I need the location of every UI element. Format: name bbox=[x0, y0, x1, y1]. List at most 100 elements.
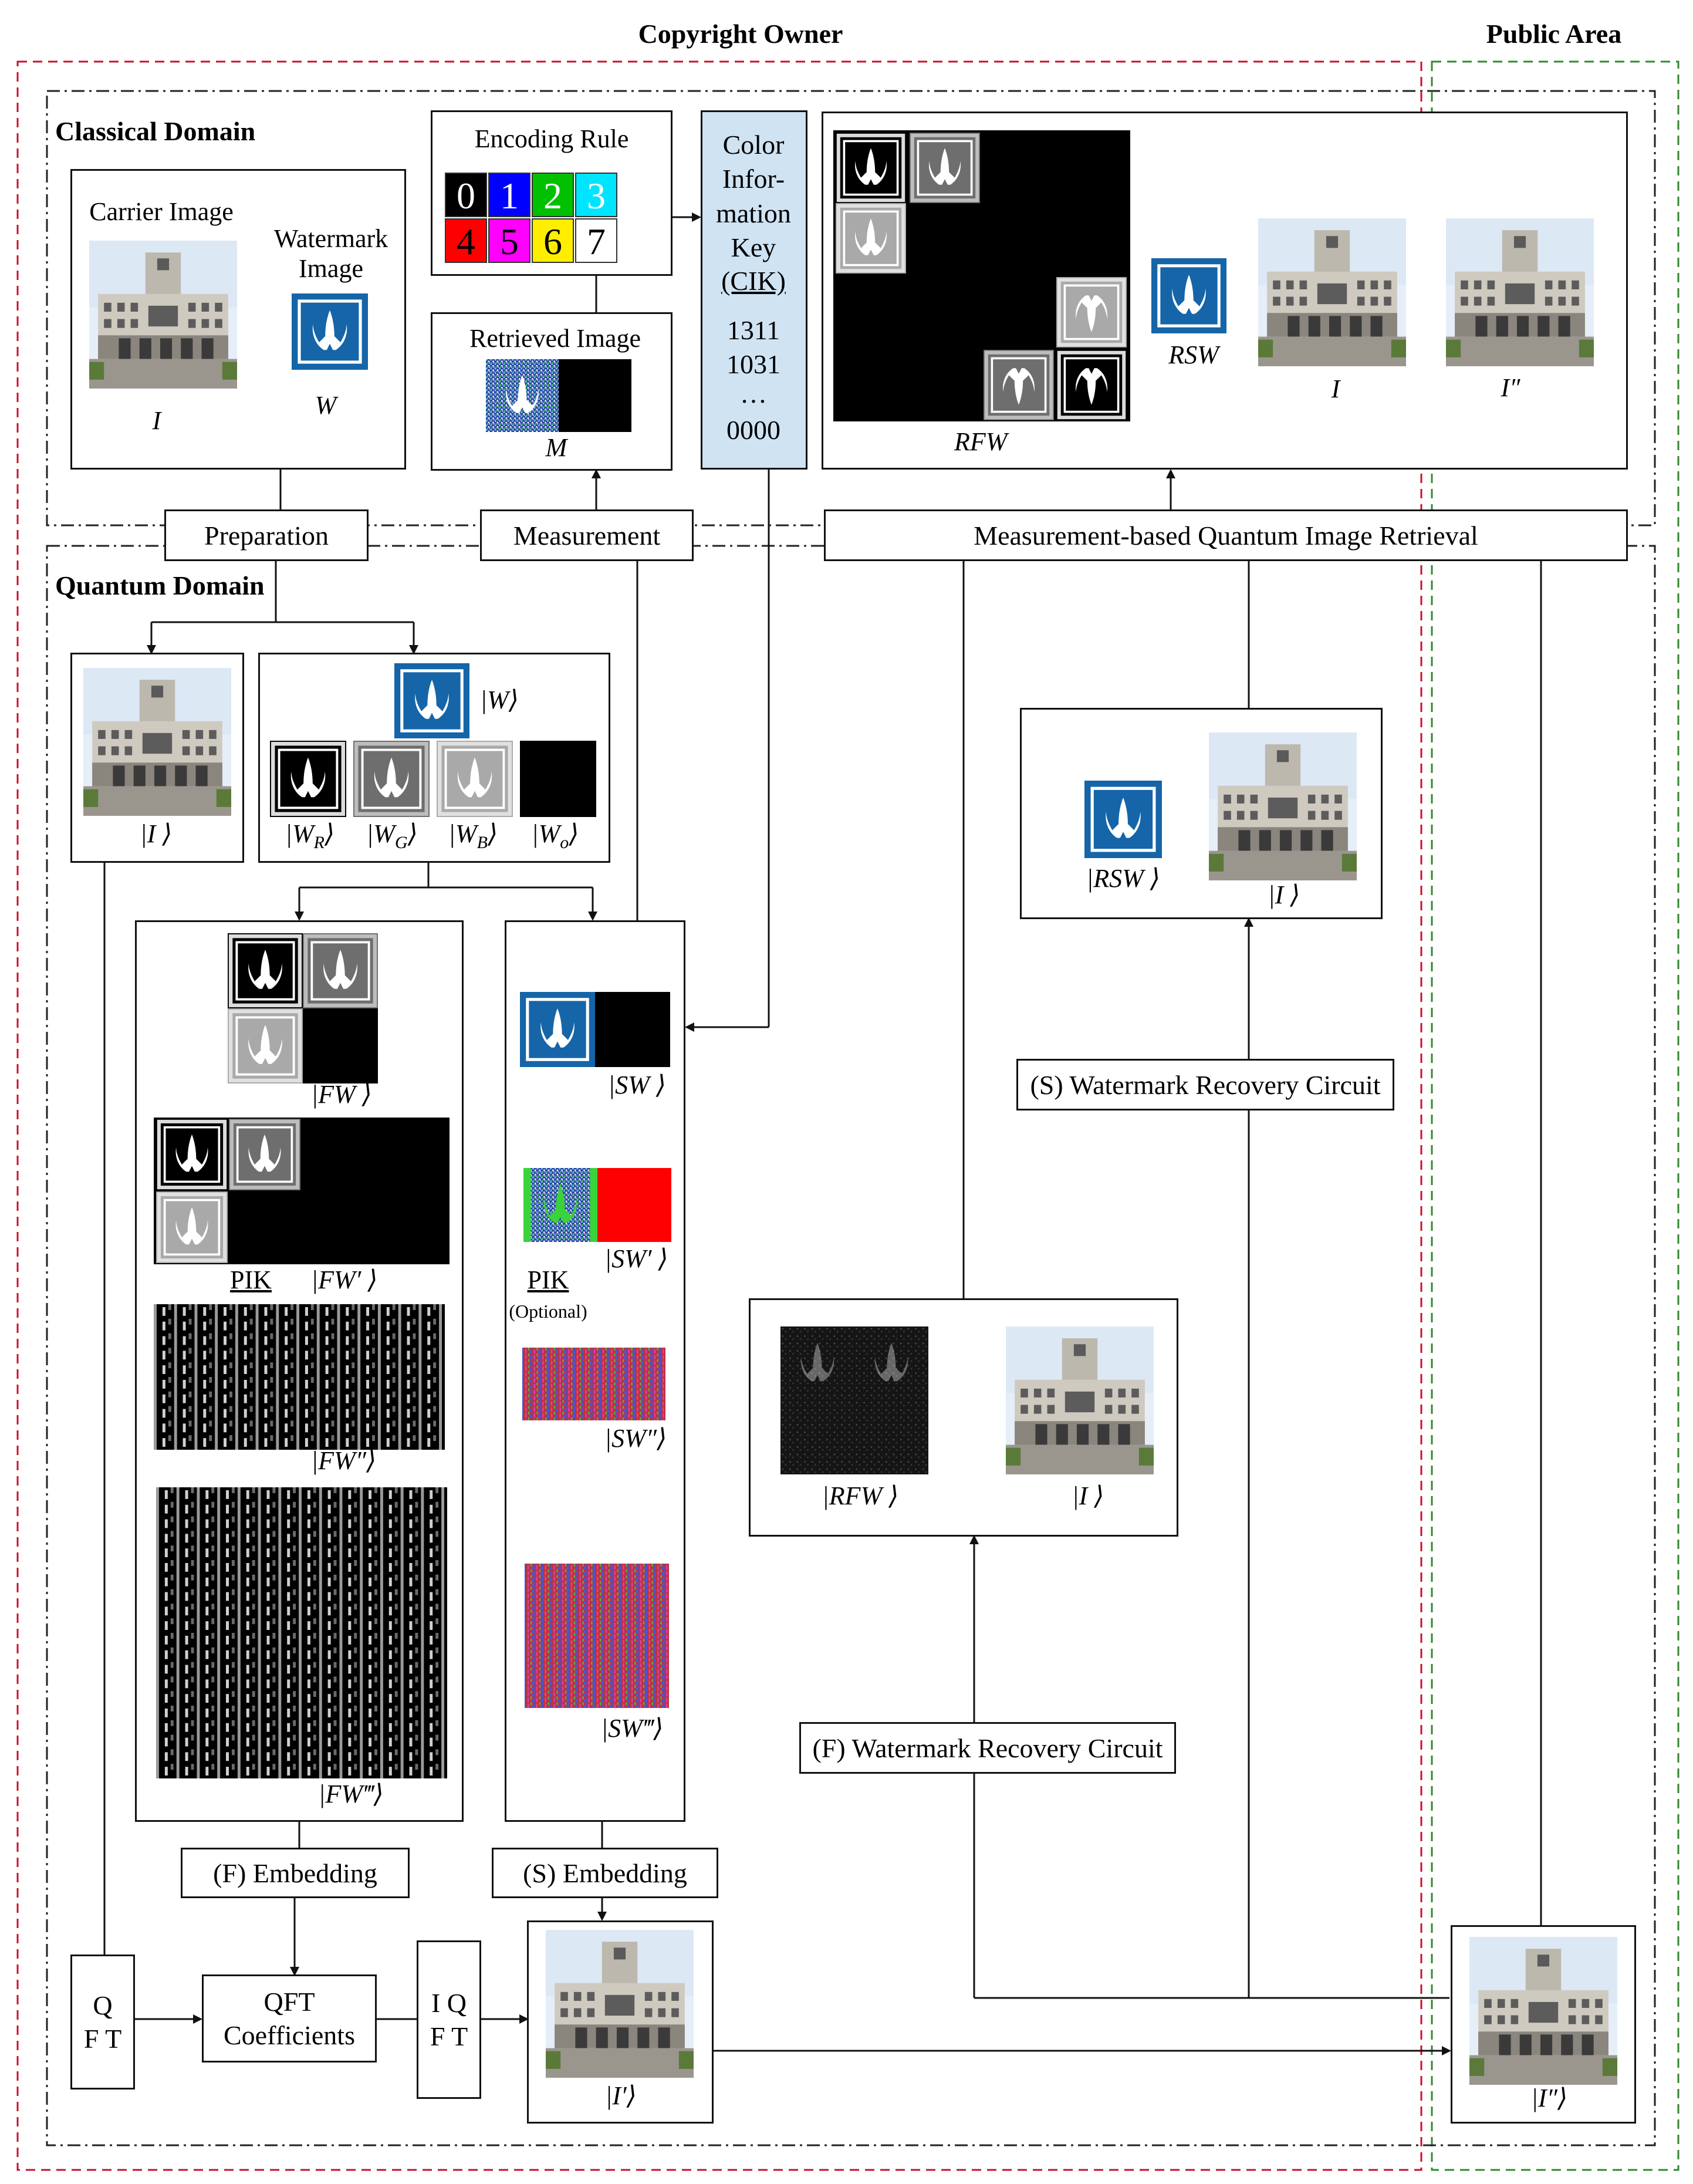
fw-prime-image bbox=[154, 1118, 450, 1264]
retrieved-symbol: M bbox=[545, 433, 567, 462]
ket-wb-image bbox=[437, 741, 513, 817]
bird-logo-icon bbox=[156, 1191, 228, 1263]
ket-wr-image bbox=[270, 741, 346, 817]
building-icon bbox=[89, 241, 237, 389]
public-area-title: Public Area bbox=[1486, 19, 1622, 49]
carrier-symbol: I bbox=[152, 406, 161, 435]
cik-box bbox=[701, 110, 807, 470]
cik-value-3: … bbox=[740, 379, 767, 409]
s-embedding-bar: (S) Embedding bbox=[492, 1848, 718, 1898]
scrambled-pattern-icon bbox=[156, 1487, 447, 1778]
sw-triple-prime-image bbox=[525, 1564, 669, 1708]
retrieval-bar: Measurement-based Quantum Image Retrieva… bbox=[824, 509, 1628, 561]
rfw-tile-r-rot bbox=[1056, 350, 1127, 420]
carrier-image-label: Carrier Image bbox=[89, 197, 234, 226]
fw-double-prime-image bbox=[154, 1304, 445, 1450]
bird-logo-icon bbox=[353, 741, 430, 817]
quantum-domain-title: Quantum Domain bbox=[55, 571, 265, 600]
encoding-code-1: 1 bbox=[488, 173, 530, 217]
bird-logo-icon bbox=[437, 741, 513, 817]
f-recovery-circuit: (F) Watermark Recovery Circuit bbox=[799, 1722, 1176, 1774]
s-recovery-circuit: (S) Watermark Recovery Circuit bbox=[1016, 1059, 1394, 1110]
building-icon bbox=[546, 1930, 694, 2078]
scrambled-color-icon bbox=[525, 1564, 669, 1708]
ket-rfw-label: |RFW ⟩ bbox=[822, 1481, 899, 1510]
bird-logo-icon bbox=[270, 741, 346, 817]
building-icon bbox=[1209, 732, 1357, 880]
ket-wg-label: |WG⟩ bbox=[366, 819, 418, 852]
rfw-tile-g-rot bbox=[984, 350, 1054, 420]
encoding-code-3: 3 bbox=[575, 173, 617, 217]
i-pp-image bbox=[1469, 1937, 1617, 2085]
sw-logo bbox=[520, 992, 595, 1067]
carrier-image bbox=[89, 241, 237, 389]
result-carrier-image bbox=[1258, 218, 1406, 366]
sw-prime-noisy bbox=[523, 1168, 597, 1242]
sw-double-prime-image bbox=[522, 1348, 665, 1420]
rsw-label: RSW bbox=[1168, 340, 1219, 369]
bird-logo-icon bbox=[229, 1119, 300, 1190]
bird-logo-icon bbox=[303, 933, 378, 1008]
rfw-tile-b bbox=[836, 203, 906, 274]
retrieved-noisy-image bbox=[486, 359, 559, 432]
rfw-tile-g bbox=[910, 133, 980, 203]
ket-wg-image bbox=[353, 741, 430, 817]
bird-logo-icon bbox=[292, 293, 368, 370]
building-icon bbox=[1446, 218, 1594, 366]
bird-logo-icon bbox=[1056, 350, 1127, 420]
bird-logo-icon bbox=[156, 1119, 228, 1190]
classical-domain-title: Classical Domain bbox=[55, 116, 256, 146]
watermark-symbol: W bbox=[315, 391, 337, 420]
encoding-code-5: 5 bbox=[488, 218, 530, 263]
rfw-carrier-image bbox=[1006, 1326, 1154, 1474]
public-watermarked-image bbox=[1446, 218, 1594, 366]
ket-i-label: |I ⟩ bbox=[140, 819, 173, 848]
bird-logo-icon bbox=[1084, 781, 1162, 858]
bird-logo-icon bbox=[1151, 258, 1226, 333]
watermark-image-label: Watermark Image bbox=[273, 224, 388, 283]
building-icon bbox=[1006, 1326, 1154, 1474]
scrambled-pattern-icon bbox=[154, 1304, 445, 1450]
ket-fw1-label: |FW′ ⟩ bbox=[311, 1265, 378, 1294]
cik-value-1: 1311 bbox=[726, 315, 780, 345]
bird-logo-icon bbox=[520, 992, 595, 1067]
f-embedding-bar: (F) Embedding bbox=[181, 1848, 410, 1898]
cik-title: Color Infor- mation Key bbox=[716, 130, 791, 263]
fw-triple-prime-image bbox=[156, 1487, 447, 1778]
rfw-quantum-image bbox=[780, 1326, 928, 1474]
ket-i2-label: |I ⟩ bbox=[1268, 880, 1300, 909]
ket-sw3-label: |SW‴⟩ bbox=[601, 1714, 664, 1743]
retrieved-image-title: Retrieved Image bbox=[469, 324, 641, 353]
ket-i-image bbox=[83, 668, 231, 816]
measurement-bar: Measurement bbox=[480, 509, 694, 561]
bird-logo-icon bbox=[836, 133, 906, 203]
pik-label-fw: PIK bbox=[230, 1265, 272, 1294]
retrieved-black-image bbox=[559, 359, 631, 432]
cik-value-2: 1031 bbox=[726, 349, 780, 379]
building-icon bbox=[1469, 1937, 1617, 2085]
ket-fw-label: |FW ⟩ bbox=[311, 1080, 372, 1109]
iqft-box: I Q F T bbox=[417, 1940, 481, 2099]
encoding-rule-title: Encoding Rule bbox=[474, 124, 629, 153]
bird-logo-icon bbox=[1056, 277, 1127, 347]
ket-i-prime-label: |I′⟩ bbox=[605, 2081, 637, 2110]
rsw-carrier-image bbox=[1209, 732, 1357, 880]
copyright-owner-frame bbox=[16, 60, 1422, 2171]
bird-logo-icon bbox=[228, 1008, 303, 1083]
ket-fw3-label: |FW‴⟩ bbox=[318, 1780, 384, 1808]
encoding-code-0: 0 bbox=[445, 173, 487, 217]
encoding-code-7: 7 bbox=[575, 218, 617, 263]
bird-logo-icon bbox=[910, 133, 980, 203]
sw-black-half bbox=[595, 992, 670, 1067]
encoding-code-4: 4 bbox=[445, 218, 487, 263]
encoding-code-2: 2 bbox=[532, 173, 574, 217]
rsw-logo bbox=[1151, 258, 1226, 333]
ket-wo-image bbox=[520, 741, 596, 817]
pik-label-sw: PIK bbox=[527, 1265, 569, 1294]
scrambled-color-icon bbox=[522, 1348, 665, 1420]
cik-value-4: 0000 bbox=[726, 415, 780, 445]
bird-logo-icon bbox=[394, 663, 469, 738]
rsw-quantum-logo bbox=[1084, 781, 1162, 858]
quantum-domain-frame bbox=[46, 545, 1656, 2146]
rfw-tile-r bbox=[836, 133, 906, 203]
